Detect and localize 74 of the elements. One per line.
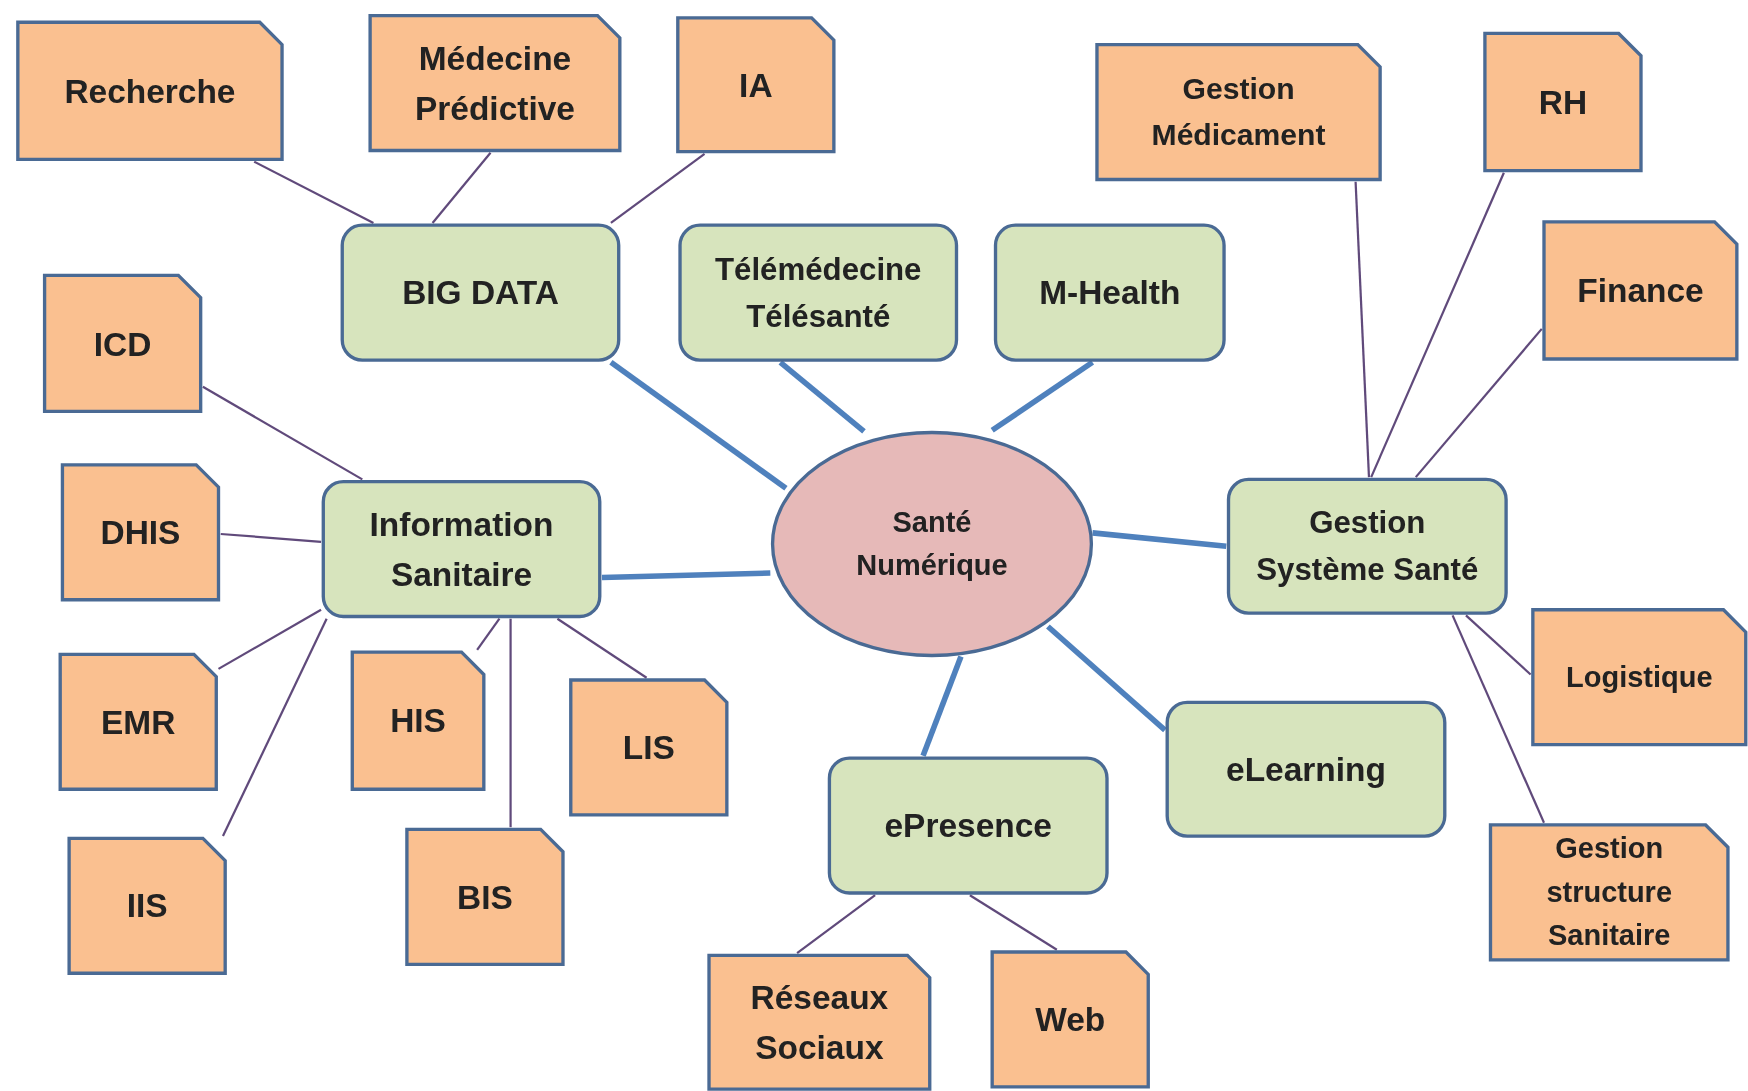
connector-line — [1465, 614, 1532, 676]
node-label: Gestion Médicament — [1150, 71, 1327, 154]
connector-line — [920, 655, 964, 757]
node-label: Information Sanitaire — [368, 504, 555, 595]
node-label: Recherche — [64, 71, 236, 112]
node-label: Gestion structure Sanitaire — [1545, 830, 1674, 955]
connector-line — [796, 894, 876, 955]
connector-line — [609, 360, 788, 491]
node-label: DHIS — [100, 512, 181, 553]
subtopic-box — [367, 13, 623, 153]
node-label: Logistique — [1566, 658, 1713, 696]
node-label: Gestion Système Santé — [1255, 504, 1479, 589]
topic-ellipse — [770, 430, 1094, 658]
subtopic-box — [1094, 42, 1383, 182]
subtopic-box — [675, 15, 837, 154]
node-label: ePresence — [884, 806, 1052, 846]
subtopic-box — [15, 20, 285, 162]
category-box — [340, 222, 621, 363]
subtopic-box — [57, 652, 219, 792]
connector-line — [253, 160, 374, 224]
node-label: Télémédecine Télésanté — [714, 250, 923, 335]
connector-line — [990, 360, 1095, 433]
node-label: HIS — [390, 701, 446, 742]
connector-line — [202, 385, 363, 481]
node-label: Santé Numérique — [855, 504, 1009, 584]
node-label: eLearning — [1226, 749, 1386, 790]
subtopic-box — [989, 949, 1151, 1090]
category-box — [321, 479, 602, 619]
connector-line — [431, 152, 492, 224]
subtopic-box — [60, 462, 221, 602]
connector-line — [601, 570, 771, 581]
connector-line — [1354, 181, 1371, 478]
connector-line — [509, 618, 512, 828]
node-label: Web — [1035, 1000, 1106, 1040]
connector-line — [221, 618, 328, 837]
category-box — [1226, 477, 1509, 616]
category-box — [1164, 700, 1447, 839]
node-label: ICD — [93, 323, 152, 364]
connector-line — [1414, 328, 1543, 478]
subtopic-box — [706, 953, 932, 1091]
connector-line — [969, 894, 1058, 951]
connector-line — [610, 152, 706, 224]
connector-line — [556, 617, 648, 679]
connector-line — [778, 360, 866, 434]
node-label: IA — [739, 65, 773, 106]
subtopic-box — [568, 677, 730, 818]
node-label: BIS — [457, 877, 513, 918]
node-label: Médecine Prédictive — [414, 38, 576, 129]
node-label: LIS — [622, 728, 675, 768]
connector-line — [476, 618, 501, 651]
connector-line — [1046, 624, 1167, 733]
node-label: Finance — [1577, 271, 1704, 311]
category-box — [827, 755, 1110, 896]
node-label: BIG DATA — [402, 273, 559, 314]
category-box — [993, 222, 1227, 363]
connector-line — [217, 608, 322, 670]
connector-line — [1451, 614, 1546, 824]
subtopic-box — [42, 273, 203, 414]
subtopic-box — [404, 827, 566, 967]
node-label: IIS — [126, 886, 168, 927]
subtopic-box — [1482, 31, 1644, 173]
node-label: Réseaux Sociaux — [749, 977, 890, 1068]
subtopic-box — [1541, 219, 1740, 362]
node-label: EMR — [101, 702, 176, 743]
connector-line — [220, 532, 322, 543]
connector-line — [1092, 530, 1227, 550]
connector-line — [1370, 172, 1505, 478]
node-label: RH — [1538, 82, 1588, 123]
subtopic-box — [1530, 607, 1748, 747]
subtopic-box — [350, 649, 487, 792]
subtopic-box — [1488, 822, 1731, 963]
subtopic-box — [66, 836, 228, 976]
node-label: M-Health — [1039, 273, 1181, 314]
category-box — [677, 222, 959, 363]
